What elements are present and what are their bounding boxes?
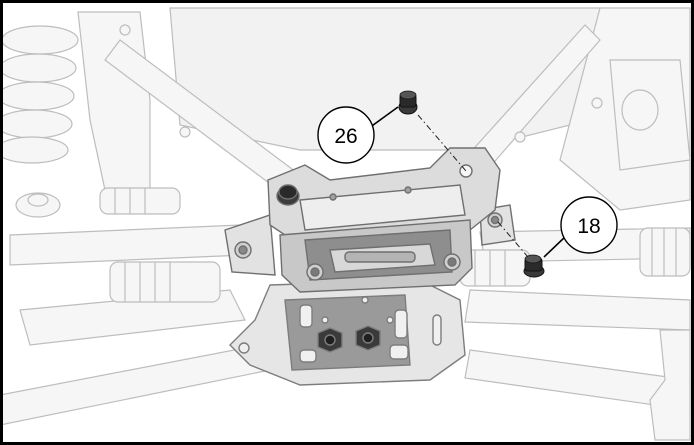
callout-18-label: 18 — [577, 215, 600, 238]
right-outer-boot — [639, 227, 691, 277]
flange-nut-26-icon — [398, 90, 418, 115]
guide-line-26 — [417, 114, 467, 172]
frame-bolt-icon — [119, 24, 131, 36]
guide-line-18 — [497, 221, 529, 258]
leader-line-26 — [368, 106, 399, 129]
left-cv-boot — [109, 261, 221, 303]
frame-bolt-icon — [591, 97, 603, 109]
frame-bolt-icon — [514, 131, 526, 143]
leader-lines — [368, 106, 567, 258]
assembly-guide-lines — [417, 114, 529, 258]
plate-bolt-icon — [317, 327, 343, 353]
chassis-background — [0, 7, 691, 441]
left-coil-spring — [0, 25, 79, 164]
callout-18: 18 — [560, 196, 618, 254]
plate-bolt-icon — [355, 325, 381, 351]
flange-nut-18-icon — [523, 254, 545, 278]
right-bushing — [621, 89, 659, 131]
callout-26-label: 26 — [334, 125, 357, 148]
right-lower-arm — [464, 289, 691, 331]
frame-bolt-icon — [179, 126, 191, 138]
lower-mount-plate — [229, 279, 466, 386]
left-tie-rod-boot — [99, 187, 181, 215]
upper-left-bracket — [77, 11, 151, 191]
installed-flange-bolt-icon — [276, 184, 300, 206]
lower-frame-rail — [0, 344, 271, 426]
right-edge-gear — [649, 329, 691, 441]
left-hub — [15, 192, 61, 218]
callout-26: 26 — [317, 106, 375, 164]
left-upper-arm — [9, 224, 246, 266]
engine-mount-bracket — [224, 147, 516, 293]
leader-line-18 — [543, 235, 567, 258]
